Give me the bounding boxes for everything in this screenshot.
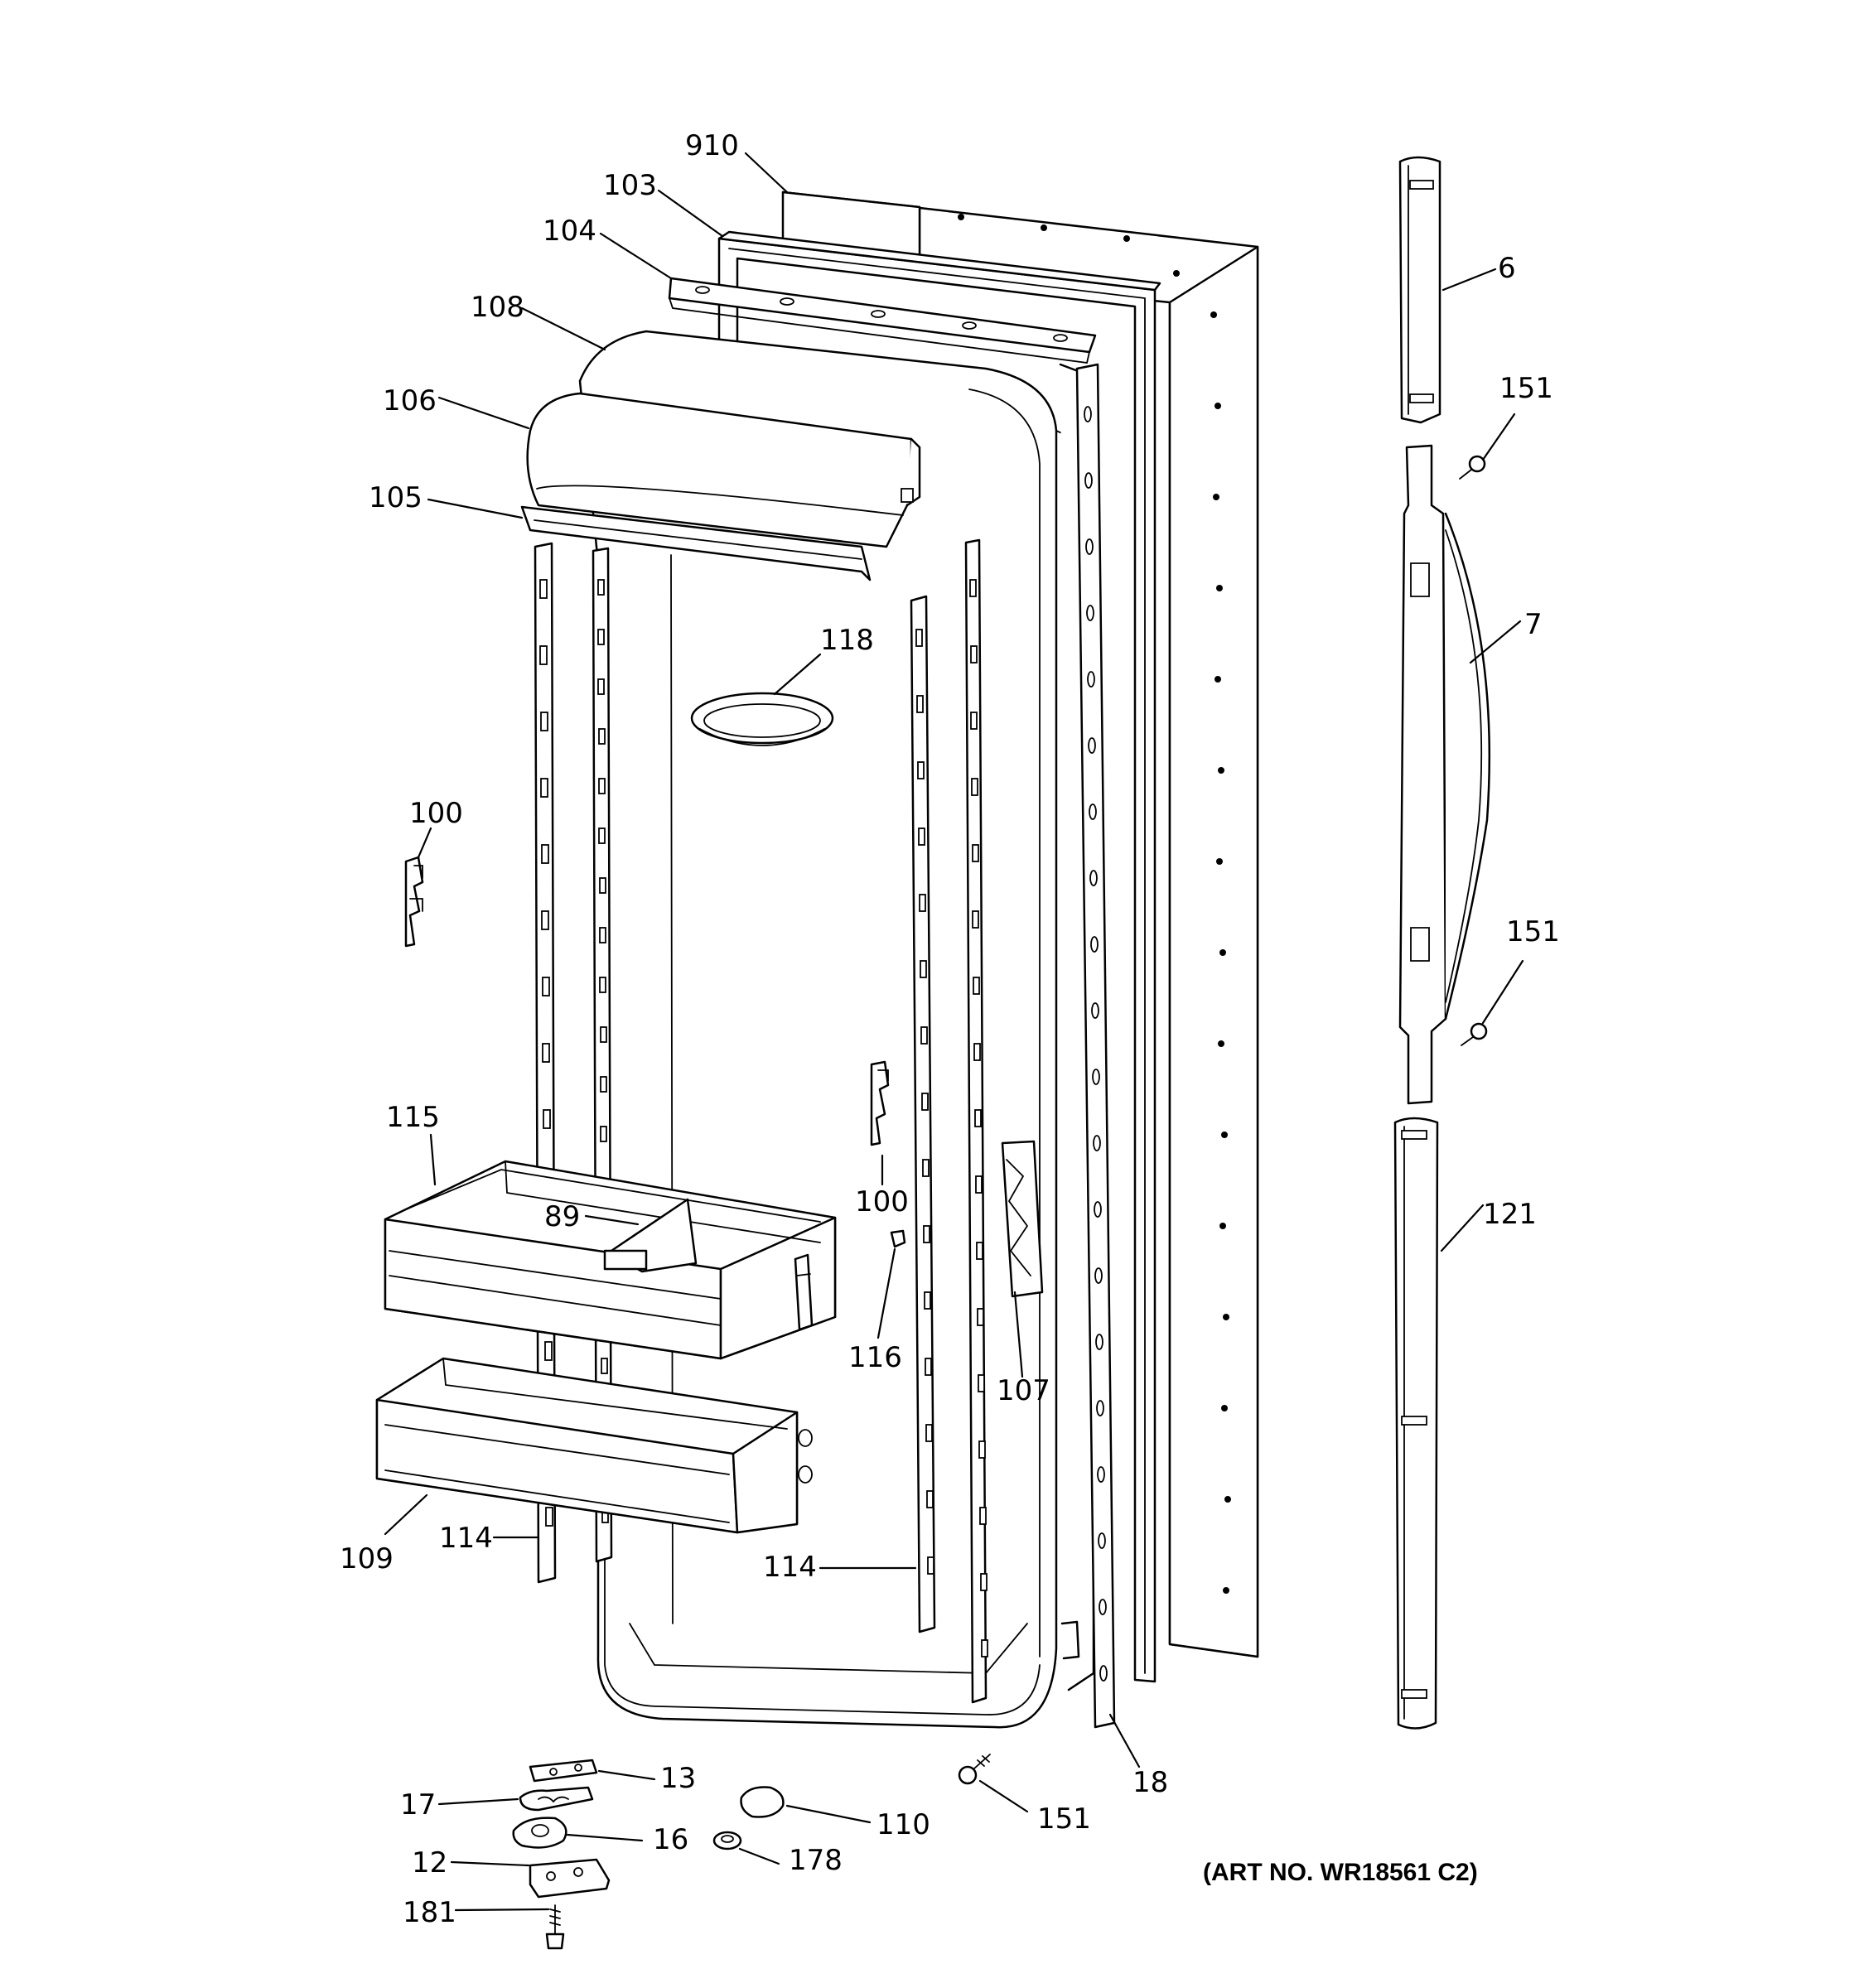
hinge-plate — [529, 1759, 598, 1783]
label-114-right: 114 — [763, 1551, 817, 1584]
label-100-left: 100 — [409, 797, 463, 830]
bin-support-bracket-left — [404, 856, 424, 948]
bin-divider — [603, 1198, 698, 1273]
handle-lower-screw — [1461, 1022, 1488, 1046]
label-110: 110 — [876, 1808, 930, 1841]
label-106: 106 — [383, 384, 437, 417]
label-17: 17 — [400, 1788, 436, 1822]
label-151-bottom: 151 — [1037, 1802, 1091, 1836]
label-118: 118 — [820, 624, 874, 657]
label-115: 115 — [386, 1101, 440, 1134]
handle-cup — [690, 692, 834, 746]
label-114-left: 114 — [439, 1522, 493, 1555]
dairy-compartment-door — [526, 392, 921, 548]
label-107: 107 — [997, 1374, 1050, 1407]
hinge-screw — [545, 1904, 565, 1950]
top-bracket-strip — [668, 277, 1097, 364]
label-13: 13 — [660, 1762, 696, 1795]
door-stop-cap — [740, 1786, 785, 1818]
label-108: 108 — [471, 291, 524, 324]
label-181: 181 — [403, 1896, 456, 1929]
liner-rail-far-right — [964, 538, 988, 1704]
door-bumper — [712, 1831, 742, 1850]
art-number: (ART NO. WR18561 C2) — [1203, 1859, 1478, 1886]
label-116: 116 — [848, 1341, 902, 1374]
label-6: 6 — [1498, 252, 1516, 285]
handle-top-cap — [1398, 156, 1441, 424]
part-number-labels: 910 103 104 108 106 105 118 100 115 89 1… — [340, 129, 1560, 1929]
door-stop-block — [1001, 1140, 1044, 1298]
label-104: 104 — [543, 215, 596, 248]
label-7: 7 — [1524, 608, 1543, 641]
leader-lines — [384, 152, 1524, 1912]
label-121: 121 — [1483, 1198, 1537, 1231]
liner-rail-right — [910, 595, 936, 1633]
label-151-lower: 151 — [1506, 915, 1560, 948]
label-151-upper: 151 — [1499, 372, 1553, 405]
handle-bottom-cap — [1393, 1117, 1439, 1730]
label-109: 109 — [340, 1542, 394, 1575]
label-18: 18 — [1132, 1766, 1168, 1799]
label-178: 178 — [789, 1844, 843, 1877]
label-910: 910 — [685, 129, 739, 162]
label-16: 16 — [653, 1823, 688, 1856]
bottom-hinge — [529, 1858, 611, 1899]
label-12: 12 — [412, 1846, 447, 1879]
label-103: 103 — [603, 169, 657, 202]
hinge-bushing — [512, 1817, 567, 1849]
bottom-screw — [958, 1754, 991, 1785]
hinge-shim — [519, 1786, 594, 1812]
retainer-clip — [890, 1229, 906, 1248]
handle-upper-screw — [1459, 455, 1486, 480]
handle-main — [1398, 444, 1491, 1105]
label-100-center: 100 — [855, 1185, 909, 1218]
bin-support-bracket-center — [870, 1060, 890, 1146]
label-89: 89 — [544, 1200, 580, 1233]
dairy-door-frame — [520, 505, 872, 581]
door-bin-lower — [375, 1357, 813, 1534]
label-105: 105 — [369, 481, 423, 514]
door-screw-holes — [958, 214, 1231, 1594]
